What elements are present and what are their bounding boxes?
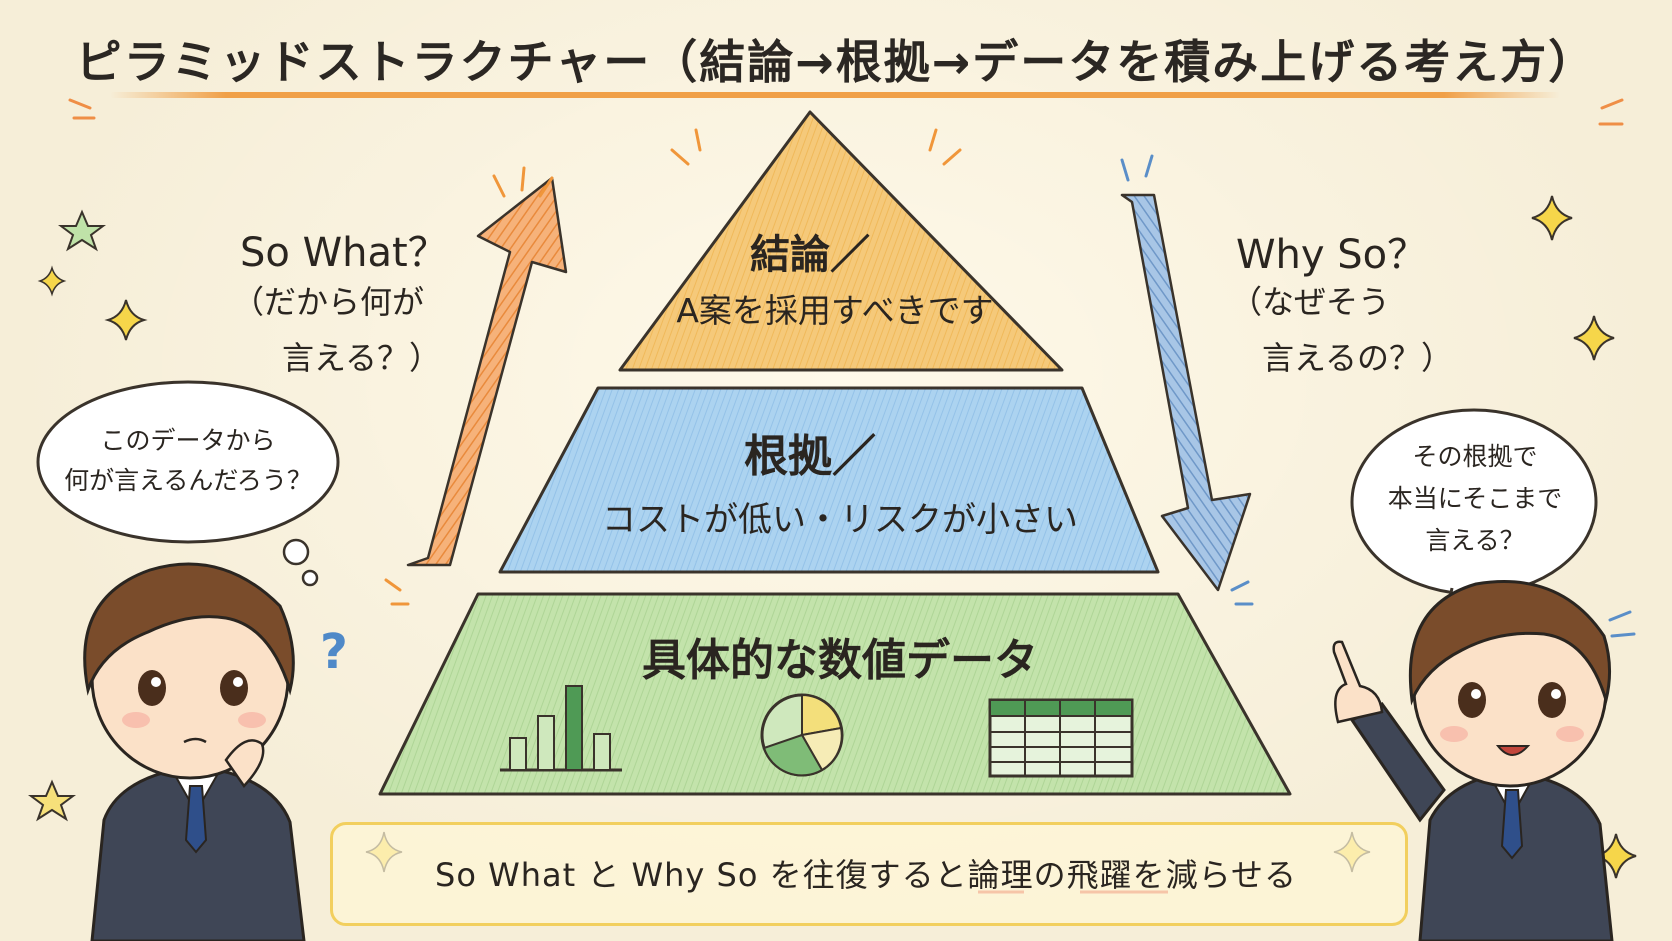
emphasis-lines-blue (1120, 154, 1636, 638)
why-so-arrow (1120, 193, 1252, 592)
left-thought-bubble (36, 380, 340, 587)
sparkle-icon (104, 299, 148, 341)
so-what-sub-line2: 言える？） (282, 339, 442, 377)
emphasis-lines (384, 128, 962, 606)
data-heading: 具体的な数値データ (642, 635, 1038, 686)
bar-chart-icon (500, 685, 622, 772)
footer-box (330, 822, 1408, 926)
pyramid-tier-top (618, 110, 1064, 372)
title-underline (110, 92, 1560, 98)
sparkle-icon (1531, 195, 1573, 241)
corner-accents (68, 98, 1624, 126)
sparkle-icon (1573, 315, 1615, 361)
star-icon (58, 209, 106, 252)
conclusion-heading: 結論／ (750, 232, 870, 278)
conclusion-text: A案を採用すべきです (676, 291, 994, 330)
evidence-heading: 根拠／ (744, 431, 876, 482)
star-icon (28, 779, 76, 822)
thinking-character-avatar (83, 562, 306, 941)
evidence-text: コストが低い・リスクが小さい (602, 500, 1078, 540)
why-so-sub-line2: 言えるの？） (1262, 339, 1454, 377)
so-what-sub-line1: （だから何が (232, 283, 425, 321)
question-mark-icon: ? (320, 624, 348, 680)
pyramid-tier-middle (498, 386, 1160, 574)
right-bubble-line2: 本当にそこまで (1387, 484, 1563, 513)
footer-text: So What と Why So を往復すると論理の飛躍を減らせる (435, 856, 1297, 894)
so-what-heading: So What？ (240, 230, 448, 276)
spreadsheet-icon (988, 698, 1134, 778)
right-bubble-line1: その根拠で (1412, 442, 1538, 471)
why-so-sub-line1: （なぜそう (1230, 283, 1391, 321)
left-bubble-line2: 何が言えるんだろう？ (64, 466, 312, 495)
sparkle-icon (37, 265, 67, 297)
right-bubble-line3: 言える？ (1425, 526, 1525, 555)
pointing-character-avatar (1332, 580, 1614, 941)
why-so-heading: Why So？ (1236, 232, 1428, 278)
page-title: ピラミッドストラクチャー（結論→根拠→データを積み上げる考え方） (75, 35, 1597, 89)
pie-chart-icon (760, 693, 844, 777)
left-bubble-line1: このデータから (100, 426, 276, 455)
